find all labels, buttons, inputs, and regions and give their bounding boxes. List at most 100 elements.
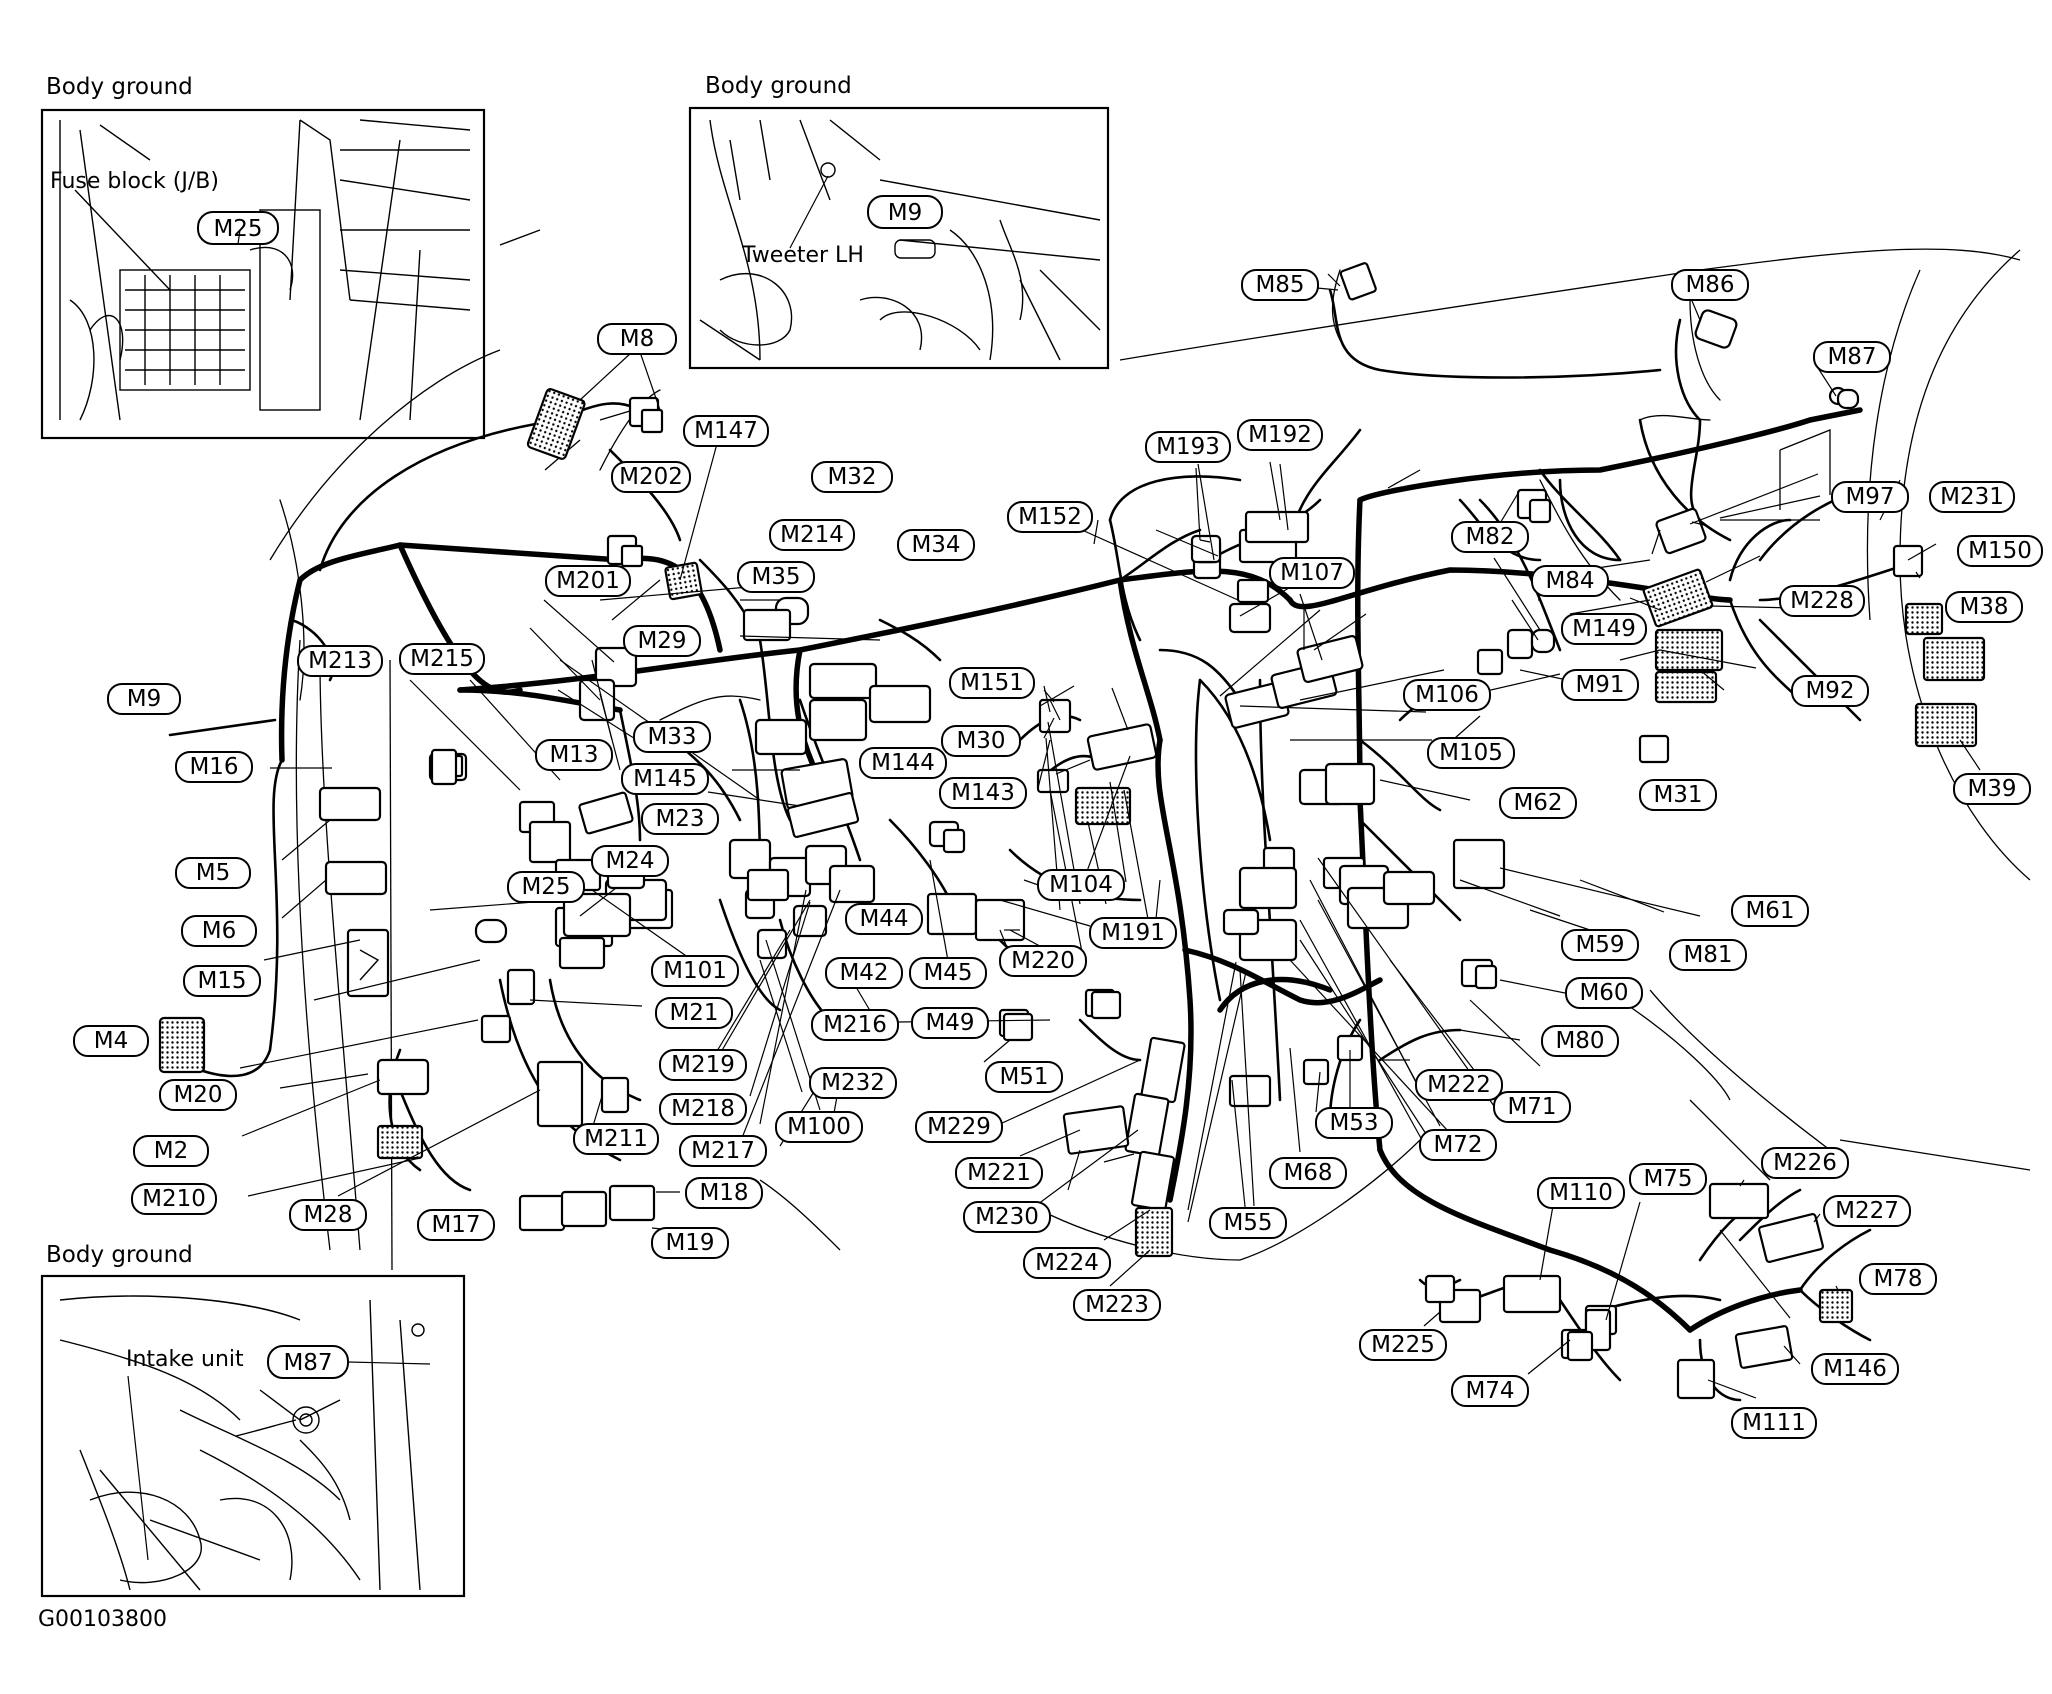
- label-M217: M217: [679, 1135, 767, 1167]
- svg-text:M44: M44: [859, 906, 908, 932]
- svg-text:M75: M75: [1643, 1166, 1692, 1192]
- label-M60: M60: [1565, 977, 1643, 1009]
- svg-text:M223: M223: [1085, 1292, 1149, 1318]
- svg-text:M219: M219: [671, 1052, 735, 1078]
- label-M49: M49: [911, 1007, 989, 1039]
- label-M91: M91: [1561, 669, 1639, 701]
- svg-text:M231: M231: [1940, 484, 2004, 510]
- label-M8: M8: [597, 323, 677, 355]
- label-M17: M17: [417, 1209, 495, 1241]
- svg-text:M33: M33: [647, 724, 696, 750]
- label-M78: M78: [1859, 1263, 1937, 1295]
- label-M87: M87: [1813, 341, 1891, 373]
- label-M144: M144: [859, 747, 947, 779]
- label-M29: M29: [623, 625, 701, 657]
- figure-id: G00103800: [38, 1607, 167, 1632]
- svg-text:M8: M8: [620, 326, 654, 352]
- svg-text:M191: M191: [1101, 920, 1165, 946]
- inset-bottom-left-frame: [40, 1274, 466, 1598]
- svg-text:M35: M35: [751, 564, 800, 590]
- label-M149: M149: [1561, 613, 1647, 645]
- label-M24: M24: [591, 845, 669, 877]
- svg-text:M230: M230: [975, 1204, 1039, 1230]
- svg-text:M15: M15: [197, 968, 246, 994]
- svg-text:M49: M49: [925, 1010, 974, 1036]
- svg-text:M214: M214: [780, 522, 844, 548]
- label-M228: M228: [1779, 585, 1865, 617]
- svg-text:M105: M105: [1439, 740, 1503, 766]
- label-M147: M147: [683, 415, 769, 447]
- svg-text:M218: M218: [671, 1096, 735, 1122]
- label-M13: M13: [535, 739, 613, 771]
- label-M215: M215: [399, 643, 485, 675]
- svg-text:M16: M16: [189, 754, 238, 780]
- svg-text:M18: M18: [699, 1180, 748, 1206]
- label-M44: M44: [845, 903, 923, 935]
- svg-text:M38: M38: [1959, 594, 2008, 620]
- svg-text:M213: M213: [308, 648, 372, 674]
- svg-text:M232: M232: [821, 1070, 885, 1096]
- svg-text:M225: M225: [1371, 1332, 1435, 1358]
- svg-text:M21: M21: [669, 1000, 718, 1026]
- label-M34: M34: [897, 529, 975, 561]
- svg-text:M13: M13: [549, 742, 598, 768]
- svg-text:M9: M9: [127, 686, 161, 712]
- svg-text:M9: M9: [888, 200, 922, 226]
- label-M59: M59: [1561, 929, 1639, 961]
- label-M202: M202: [611, 461, 691, 493]
- svg-text:M2: M2: [154, 1138, 188, 1164]
- label-M55: M55: [1209, 1207, 1287, 1239]
- label-M143: M143: [939, 777, 1027, 809]
- thin-wires: [279, 269, 1721, 721]
- label-M6: M6: [181, 915, 257, 947]
- label-M232: M232: [809, 1067, 897, 1099]
- svg-text:M222: M222: [1427, 1072, 1491, 1098]
- label-M53: M53: [1315, 1107, 1393, 1139]
- label-M231: M231: [1929, 481, 2015, 513]
- svg-text:M86: M86: [1685, 272, 1734, 298]
- svg-text:M224: M224: [1035, 1250, 1099, 1276]
- svg-text:M62: M62: [1513, 790, 1562, 816]
- label-M4: M4: [73, 1025, 149, 1057]
- label-M81: M81: [1669, 939, 1747, 971]
- inset-top-left-frame: [40, 108, 486, 440]
- svg-text:M17: M17: [431, 1212, 480, 1238]
- label-M71: M71: [1493, 1091, 1571, 1123]
- svg-text:M97: M97: [1845, 484, 1894, 510]
- label-M80: M80: [1541, 1025, 1619, 1057]
- label-M86: M86: [1671, 269, 1749, 301]
- svg-text:M152: M152: [1018, 504, 1082, 530]
- label-M218: M218: [659, 1093, 747, 1125]
- svg-text:M32: M32: [827, 464, 876, 490]
- label-M28: M28: [289, 1199, 367, 1231]
- label-M16: M16: [175, 751, 253, 783]
- label-M20: M20: [159, 1079, 237, 1111]
- svg-text:M104: M104: [1049, 872, 1113, 898]
- inset-top-middle-heading: Body ground: [705, 73, 852, 99]
- svg-text:M24: M24: [605, 848, 654, 874]
- label-M19: M19: [651, 1227, 729, 1259]
- label-M220: M220: [999, 945, 1087, 977]
- label-M82: M82: [1451, 521, 1529, 553]
- svg-text:M68: M68: [1283, 1160, 1332, 1186]
- svg-text:M25: M25: [521, 874, 570, 900]
- label-M30: M30: [941, 725, 1021, 757]
- label-M221: M221: [955, 1157, 1043, 1189]
- svg-text:M147: M147: [694, 418, 758, 444]
- label-M213: M213: [297, 645, 383, 677]
- svg-text:M30: M30: [956, 728, 1005, 754]
- svg-text:M87: M87: [283, 1350, 332, 1376]
- svg-text:M55: M55: [1223, 1210, 1272, 1236]
- label-M9: M9: [107, 683, 181, 715]
- svg-text:M106: M106: [1415, 682, 1479, 708]
- inset-bottom-left-connector-label: M87: [267, 1345, 349, 1379]
- label-M15: M15: [183, 965, 261, 997]
- svg-text:M6: M6: [202, 918, 236, 944]
- svg-text:M85: M85: [1255, 272, 1304, 298]
- label-M61: M61: [1731, 895, 1809, 927]
- label-M193: M193: [1145, 431, 1231, 463]
- label-M211: M211: [573, 1123, 659, 1155]
- svg-text:M60: M60: [1579, 980, 1628, 1006]
- label-M201: M201: [545, 565, 631, 597]
